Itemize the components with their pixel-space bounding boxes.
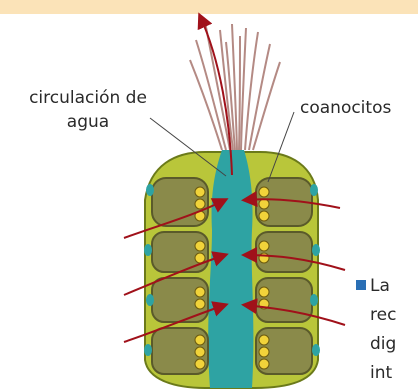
central-cavity	[208, 150, 253, 388]
water-circulation-label: circulación de agua	[8, 86, 168, 134]
bullet-square	[356, 280, 366, 290]
flagella-tuft	[190, 22, 280, 150]
side-text-block: La rec dig int	[370, 272, 418, 388]
side-text-line: rec	[370, 301, 418, 330]
side-text-line: int	[370, 359, 418, 388]
side-text-line: dig	[370, 330, 418, 359]
choanocytes-label: coanocitos	[300, 96, 391, 120]
side-text-line: La	[370, 272, 418, 301]
